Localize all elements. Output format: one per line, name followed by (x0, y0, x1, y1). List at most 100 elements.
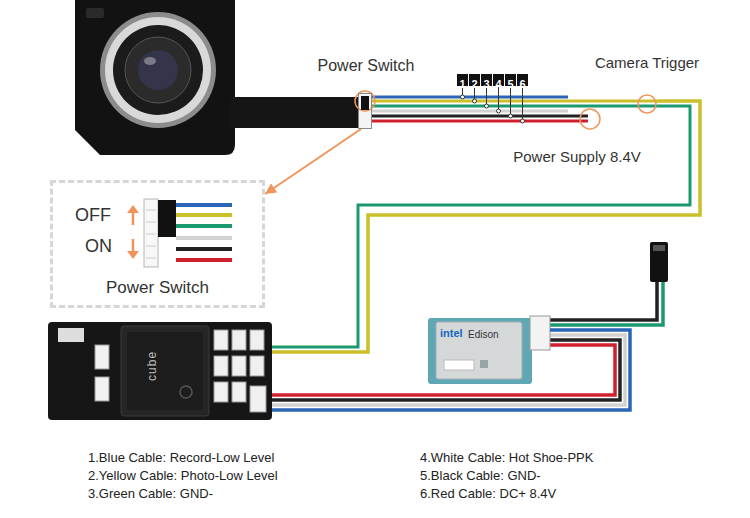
edison-connector (530, 316, 550, 350)
bottom-wires (272, 282, 663, 405)
leader-dot (473, 99, 477, 103)
white-wire (372, 110, 568, 113)
blue-wire (176, 203, 232, 207)
leader-dot (461, 95, 465, 99)
red-wire (176, 258, 232, 262)
callout-number: 5 (505, 74, 516, 86)
port (250, 356, 264, 376)
callout-number: 3 (481, 74, 492, 86)
leader-dot (521, 119, 525, 123)
port (214, 356, 228, 376)
pointer-arrow (265, 129, 361, 194)
port (232, 330, 246, 350)
cube-module-face (127, 332, 203, 410)
callout-number-text: 1 (459, 78, 465, 90)
cable-description: 4.White Cable: Hot Shoe-PPK (420, 451, 593, 466)
leader-dot (485, 104, 489, 108)
port (214, 382, 228, 402)
black-wire (550, 282, 657, 320)
camera (75, 0, 358, 155)
camera-trigger-text: Camera Trigger (595, 54, 699, 71)
callout-number: 2 (469, 74, 480, 86)
power-switch: Power Switch (358, 93, 372, 129)
yellow-wire (372, 100, 657, 103)
power-switch-inset-text: OFF (75, 205, 111, 226)
leader-dot (497, 109, 501, 113)
edison-board: intel Edison (428, 315, 550, 385)
module-sticker (444, 360, 474, 370)
text-slot: Power Switch (53, 278, 262, 298)
camera-body (75, 0, 235, 155)
power-supply-point: Power Supply 8.4V (579, 108, 601, 130)
port (214, 330, 228, 350)
leader-line (498, 87, 499, 109)
green-wire (176, 224, 232, 228)
black-wire (372, 115, 588, 118)
edison-module (436, 322, 522, 379)
text-slot: Edison (468, 324, 499, 342)
callout-number: 4 (493, 74, 504, 86)
cube-module (121, 326, 209, 416)
ribbon-cable (230, 97, 358, 128)
text-slot: OFF (75, 205, 111, 226)
callout-number-text: 6 (519, 78, 525, 90)
leader-dot (509, 114, 513, 118)
text-slot: 3.Green Cable: GND- (88, 484, 213, 502)
switch-connector (144, 199, 158, 267)
text-slot: 4.White Cable: Hot Shoe-PPK (420, 448, 593, 466)
servo-connector (650, 242, 668, 282)
white-wire (176, 236, 232, 240)
callout-number: 1 (457, 74, 468, 86)
text-slot: Camera Trigger (587, 54, 707, 72)
callout-number: 6 (517, 74, 528, 86)
power-switch-inset-text: ON (85, 236, 112, 257)
switch-part (355, 91, 375, 129)
callout-number-text: 3 (483, 78, 489, 90)
lens-highlight (144, 57, 156, 65)
edison-board-text: Edison (468, 329, 499, 341)
highlight-circle (637, 94, 657, 114)
green-wire (272, 106, 690, 347)
text-slot: cube (133, 355, 173, 373)
highlight-circle (579, 108, 601, 130)
leader-line (510, 87, 511, 114)
cable-description: 3.Green Cable: GND- (88, 487, 213, 502)
power-switch-text: Power Switch (318, 57, 415, 75)
off-arrow-head (127, 205, 139, 213)
yellow-wire (272, 101, 700, 352)
camera-trigger: Camera Trigger (637, 94, 657, 114)
text-slot: intel (440, 323, 463, 341)
on-arrow-head (127, 251, 139, 259)
callout-number-text: 5 (507, 78, 513, 90)
black-wire (176, 247, 232, 251)
power-switch-inset-text: Power Switch (106, 278, 209, 298)
text-slot: Power Switch (306, 57, 426, 75)
text-slot: Power Supply 8.4V (507, 148, 647, 166)
switch-slider (361, 96, 369, 110)
edison-art (428, 316, 550, 384)
cable-description: 5.Black Cable: GND- (420, 469, 541, 484)
cable-description: 1.Blue Cable: Record-Low Level (88, 451, 274, 466)
camera-button (86, 8, 104, 18)
port (232, 356, 246, 376)
lens-glass (138, 50, 178, 90)
yellow-wire (176, 213, 232, 217)
lens-barrel (113, 25, 203, 115)
power-supply-point-text: Power Supply 8.4V (513, 148, 641, 165)
pin-header (58, 328, 84, 342)
port (95, 377, 109, 401)
callout-number-text: 4 (495, 78, 501, 90)
highlight-ring (638, 95, 656, 113)
lens-glass (125, 37, 191, 103)
edison-carrier (428, 318, 532, 384)
lens-ring (100, 12, 216, 128)
red-wire (372, 120, 588, 123)
text-slot: 5.Black Cable: GND- (420, 466, 541, 484)
port (232, 382, 246, 402)
leader-line (522, 87, 523, 119)
callout-leaders (461, 87, 525, 123)
switch-slider (158, 200, 176, 237)
